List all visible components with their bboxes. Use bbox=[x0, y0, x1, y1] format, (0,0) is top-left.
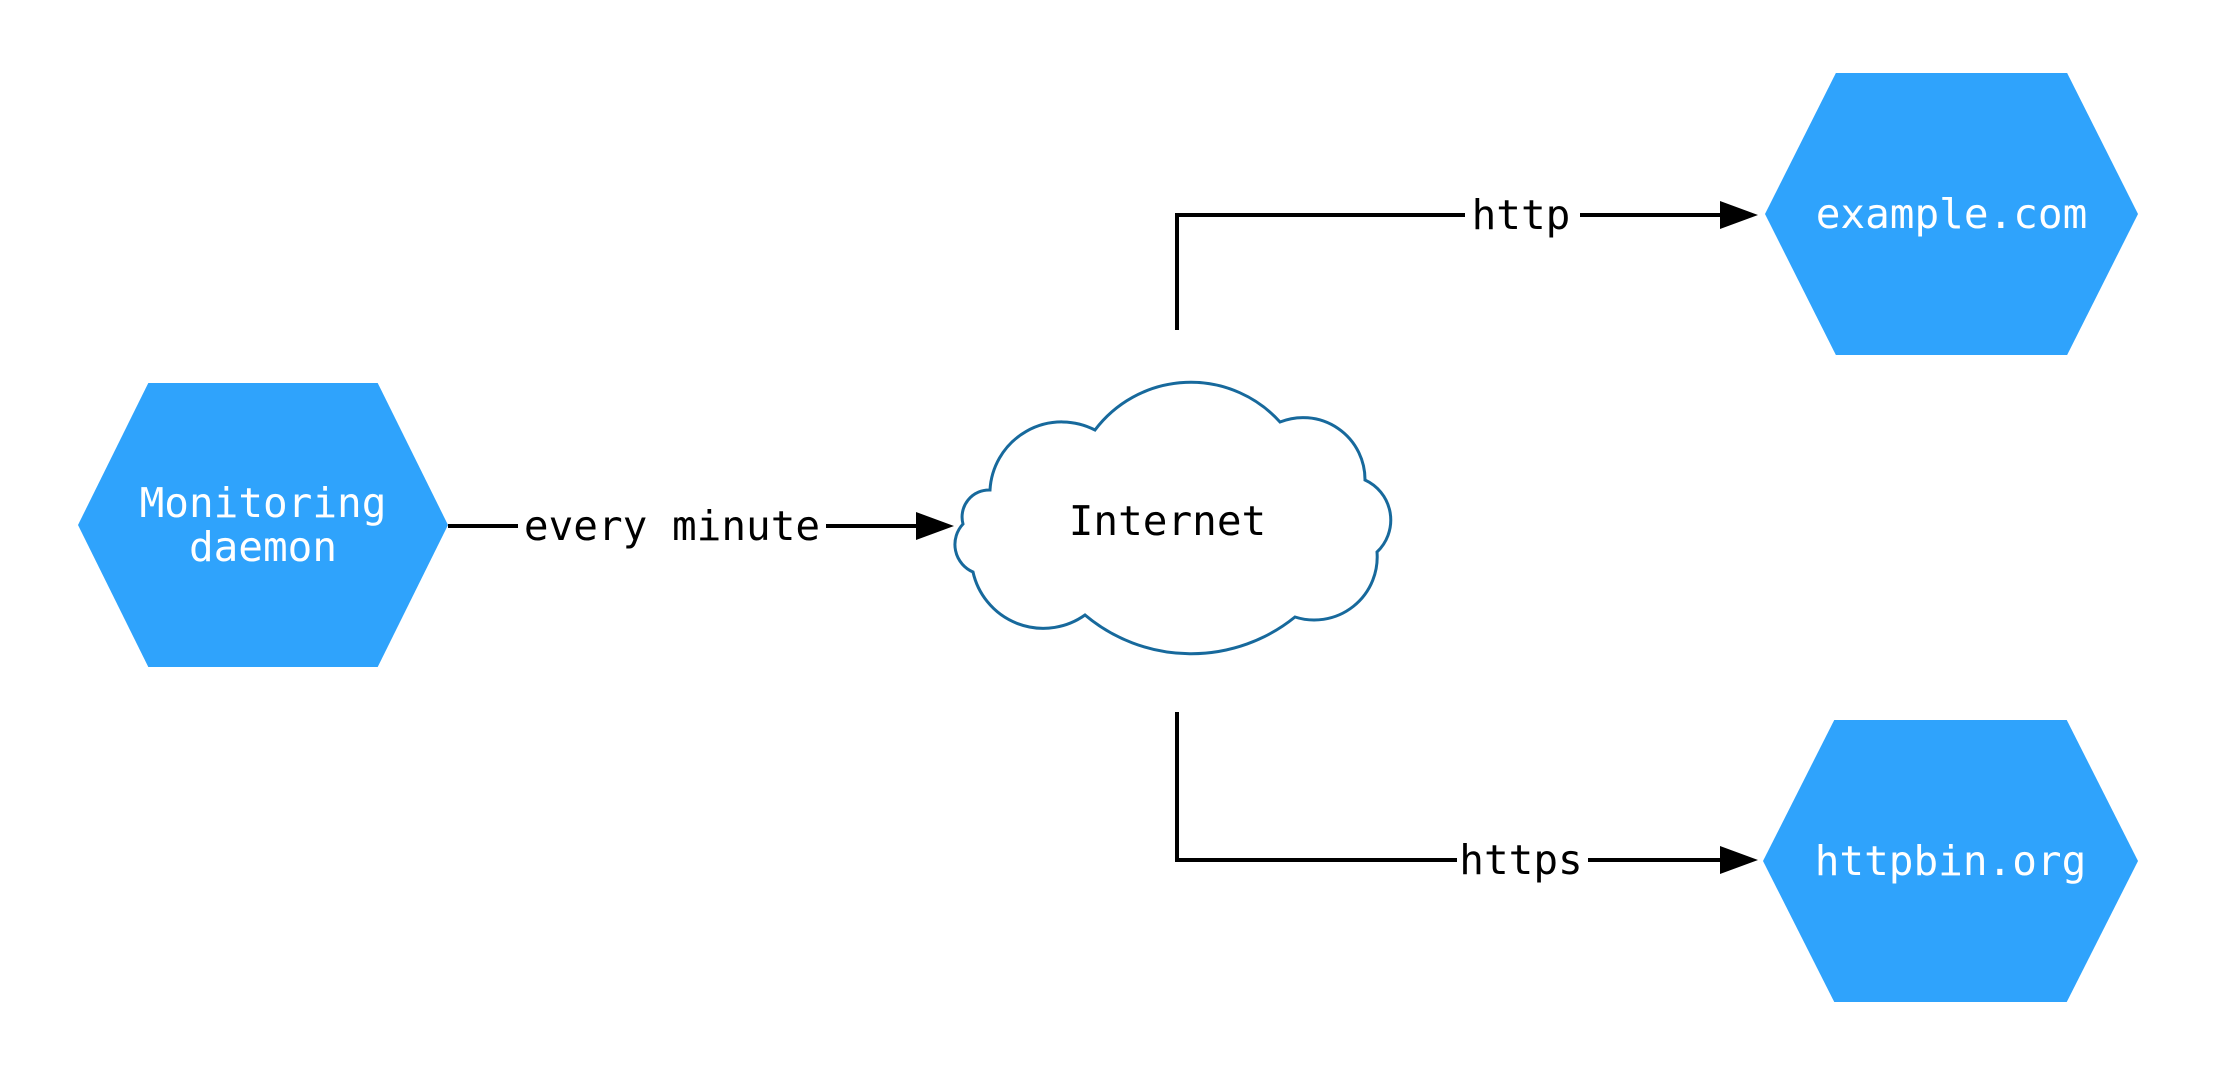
node-monitoring-daemon-label-line1: Monitoring bbox=[139, 479, 387, 527]
edge-https-segment-vertical bbox=[1175, 712, 1179, 862]
cloud-icon bbox=[953, 380, 1393, 656]
arrow-right-icon bbox=[1720, 846, 1758, 874]
node-internet-label: Internet bbox=[1068, 497, 1267, 545]
node-example-com: example.com bbox=[1765, 73, 2138, 355]
node-httpbin-org-label: httpbin.org bbox=[1814, 837, 2087, 885]
edge-https-segment-left bbox=[1175, 858, 1457, 862]
edge-http-segment-right bbox=[1580, 213, 1722, 217]
edge-https-segment-right bbox=[1588, 858, 1722, 862]
arrow-right-icon bbox=[1720, 201, 1758, 229]
node-example-com-label: example.com bbox=[1815, 190, 2088, 238]
node-monitoring-daemon: Monitoring daemon bbox=[78, 383, 448, 667]
edge-http-segment-vertical bbox=[1175, 213, 1179, 330]
edge-every-minute-segment-left bbox=[448, 524, 518, 528]
edge-http-segment-left bbox=[1175, 213, 1465, 217]
arrow-right-icon bbox=[916, 512, 954, 540]
node-monitoring-daemon-label: Monitoring daemon bbox=[140, 481, 387, 569]
edge-every-minute-label: every minute bbox=[518, 502, 826, 550]
node-monitoring-daemon-label-line2: daemon bbox=[188, 523, 338, 571]
edge-http-label: http bbox=[1466, 191, 1576, 239]
internet-cloud-shape bbox=[953, 380, 1393, 656]
edge-https-label: https bbox=[1459, 836, 1583, 884]
edge-every-minute-segment-right bbox=[826, 524, 916, 528]
node-httpbin-org: httpbin.org bbox=[1763, 720, 2138, 1002]
